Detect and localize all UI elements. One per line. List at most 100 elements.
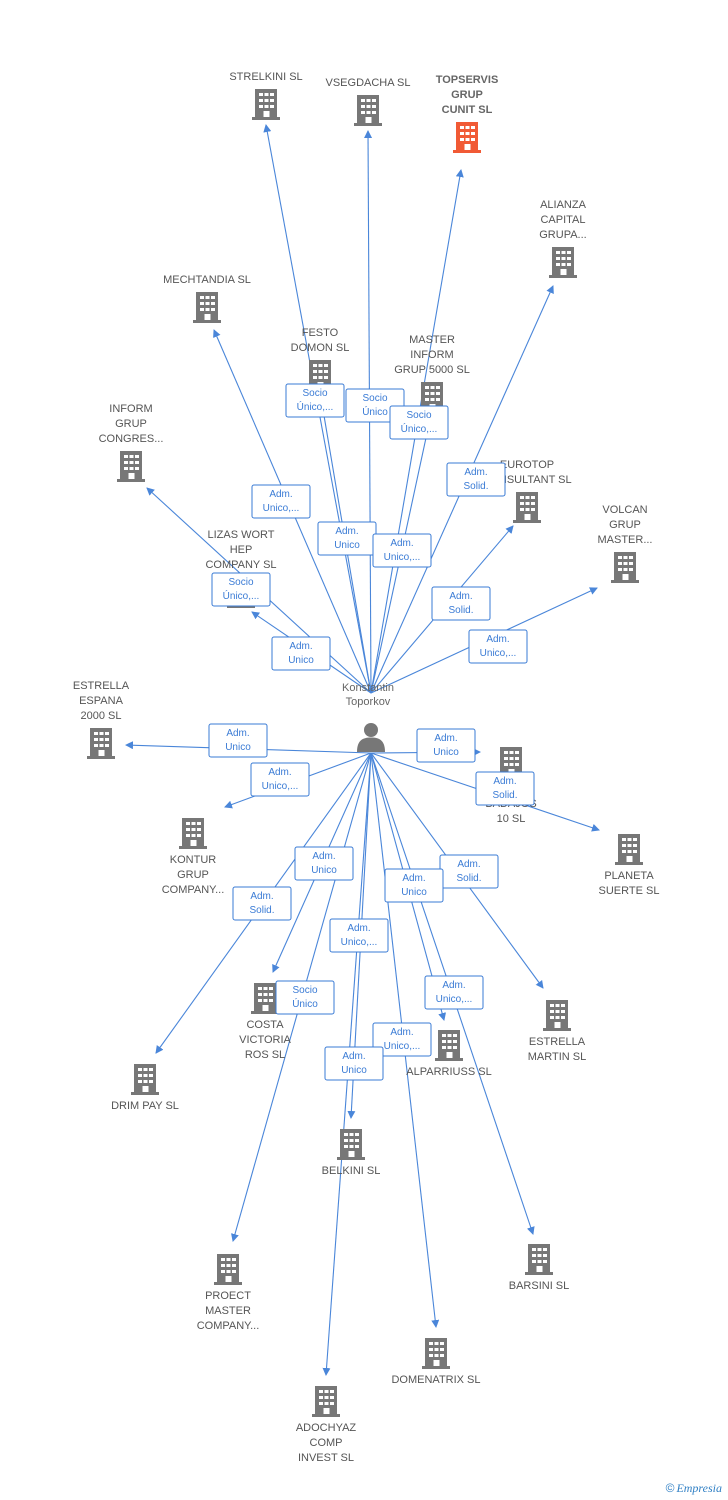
- building-icon: [214, 1254, 242, 1285]
- company-node-alianza[interactable]: ALIANZACAPITALGRUPA...: [539, 199, 587, 278]
- company-label-line: 2000 SL: [81, 710, 122, 722]
- relation-label-master[interactable]: SocioÚnico,...: [389, 405, 449, 440]
- relation-box: [431, 586, 491, 621]
- company-node-mechtandia[interactable]: MECHTANDIA SL: [163, 274, 251, 323]
- relation-text: Unico,...: [384, 1041, 421, 1052]
- company-label-line: MASTER: [205, 1305, 251, 1317]
- relation-text: Solid.: [492, 790, 517, 801]
- company-label-line: COMP: [310, 1437, 343, 1449]
- company-node-kontur[interactable]: KONTURGRUPCOMPANY...: [162, 818, 225, 896]
- relation-label-volcan[interactable]: Adm.Unico,...: [468, 629, 528, 664]
- relation-label-eurotop[interactable]: Adm.Solid.: [431, 586, 491, 621]
- relation-label-sity[interactable]: Adm.Unico: [416, 728, 476, 763]
- relation-label-barsini[interactable]: Adm. Unico: [324, 1046, 384, 1081]
- building-icon: [525, 1244, 553, 1275]
- relation-text: Socio: [302, 388, 327, 399]
- relation-label-estrella_martin[interactable]: Adm. Solid.: [439, 854, 499, 889]
- company-label-line: ALIANZA: [540, 199, 587, 211]
- relation-text: Socio: [228, 577, 253, 588]
- company-node-alparriuss[interactable]: ALPARRIUSS SL: [406, 1030, 492, 1078]
- relation-text: Adm.: [402, 873, 425, 884]
- company-label-line: ESTRELLA: [73, 680, 130, 692]
- building-icon: [131, 1064, 159, 1095]
- building-icon: [422, 1338, 450, 1369]
- person-icon: [357, 723, 385, 752]
- company-label-line: VSEGDACHA SL: [326, 77, 411, 89]
- company-node-strelkini[interactable]: STRELKINI SL: [229, 71, 303, 120]
- building-icon: [453, 122, 481, 153]
- company-node-drimpay[interactable]: DRIM PAY SL: [111, 1064, 179, 1112]
- relation-label-belkini[interactable]: Adm. Unico: [384, 868, 444, 903]
- relation-text: Adm.: [457, 859, 480, 870]
- relation-label-lizas[interactable]: SocioÚnico,...: [211, 572, 271, 607]
- company-label-line: DOMENATRIX SL: [391, 1374, 480, 1386]
- relation-box: [416, 728, 476, 763]
- relation-box: [329, 918, 389, 953]
- relation-label-alianza[interactable]: Adm.Solid.: [446, 462, 506, 497]
- relation-text: Solid.: [463, 481, 488, 492]
- building-icon: [611, 552, 639, 583]
- person-node[interactable]: Konstantin Toporkov: [342, 682, 394, 752]
- relation-text: Adm.: [442, 980, 465, 991]
- relation-label-estrella_espana[interactable]: Adm.Unico: [208, 723, 268, 758]
- relation-label-topservis[interactable]: Adm.Unico,...: [372, 533, 432, 568]
- building-icon: [543, 1000, 571, 1031]
- relation-label-drimpay[interactable]: Adm.Solid.: [232, 886, 292, 921]
- relation-text: Único,...: [297, 400, 334, 413]
- relation-box: [384, 868, 444, 903]
- relation-label-festo[interactable]: SocioÚnico,...: [285, 383, 345, 418]
- company-node-barsini[interactable]: BARSINI SL: [509, 1244, 570, 1292]
- relation-label-mechtandia[interactable]: Adm.Unico,...: [251, 484, 311, 519]
- company-node-vsegdacha[interactable]: VSEGDACHA SL: [326, 77, 411, 126]
- relation-label-alparriuss[interactable]: Adm.Unico,...: [424, 975, 484, 1010]
- relation-box: [475, 771, 535, 806]
- company-node-inform[interactable]: INFORMGRUPCONGRES...: [99, 403, 164, 482]
- building-icon: [513, 492, 541, 523]
- company-label-line: BELKINI SL: [322, 1165, 381, 1177]
- company-label-line: GRUP: [177, 869, 209, 881]
- relation-label-adochyaz[interactable]: Adm.Unico,...: [329, 918, 389, 953]
- relation-box: [324, 1046, 384, 1081]
- company-label-line: BARSINI SL: [509, 1280, 570, 1292]
- company-label-line: INFORM: [109, 403, 152, 415]
- brand-watermark: ©Empresia: [666, 1481, 722, 1496]
- relation-text: Unico: [401, 887, 427, 898]
- company-label-line: ADOCHYAZ: [296, 1422, 357, 1434]
- company-node-volcan[interactable]: VOLCANGRUPMASTER...: [597, 504, 653, 583]
- building-icon: [312, 1386, 340, 1417]
- relation-label-domenatrix[interactable]: Adm.Unico,...: [372, 1022, 432, 1057]
- relation-text: Adm.: [269, 489, 292, 500]
- relation-label-planeta[interactable]: Adm.Solid.: [475, 771, 535, 806]
- relation-label-costa[interactable]: Adm.Unico: [294, 846, 354, 881]
- relation-box: [446, 462, 506, 497]
- relation-box: [372, 533, 432, 568]
- person-name-line-1: Konstantin: [342, 682, 394, 694]
- relation-text: Unico: [341, 1065, 367, 1076]
- company-node-estrella_espana[interactable]: ESTRELLA ESPANA 2000 SL: [73, 680, 130, 759]
- company-label-line: DRIM PAY SL: [111, 1100, 179, 1112]
- company-node-proect[interactable]: PROECTMASTERCOMPANY...: [197, 1254, 260, 1332]
- relation-text: Socio: [362, 393, 387, 404]
- company-label-line: SUERTE SL: [599, 885, 660, 897]
- relation-label-strelkini[interactable]: Adm.Unico: [317, 521, 377, 556]
- company-node-domenatrix[interactable]: DOMENATRIX SL: [391, 1338, 481, 1386]
- company-node-belkini[interactable]: BELKINI SL: [322, 1129, 381, 1177]
- relation-text: Adm.: [342, 1051, 365, 1062]
- relation-text: Unico,...: [341, 937, 378, 948]
- relation-label-inform[interactable]: Adm.Unico: [271, 636, 331, 671]
- relation-text: Unico: [311, 865, 337, 876]
- relation-text: Adm.: [268, 767, 291, 778]
- company-label-line: ESPANA: [79, 695, 123, 707]
- relation-text: Solid.: [456, 873, 481, 884]
- relation-label-kontur[interactable]: Adm.Unico,...: [250, 762, 310, 797]
- company-label-line: 10 SL: [497, 813, 526, 825]
